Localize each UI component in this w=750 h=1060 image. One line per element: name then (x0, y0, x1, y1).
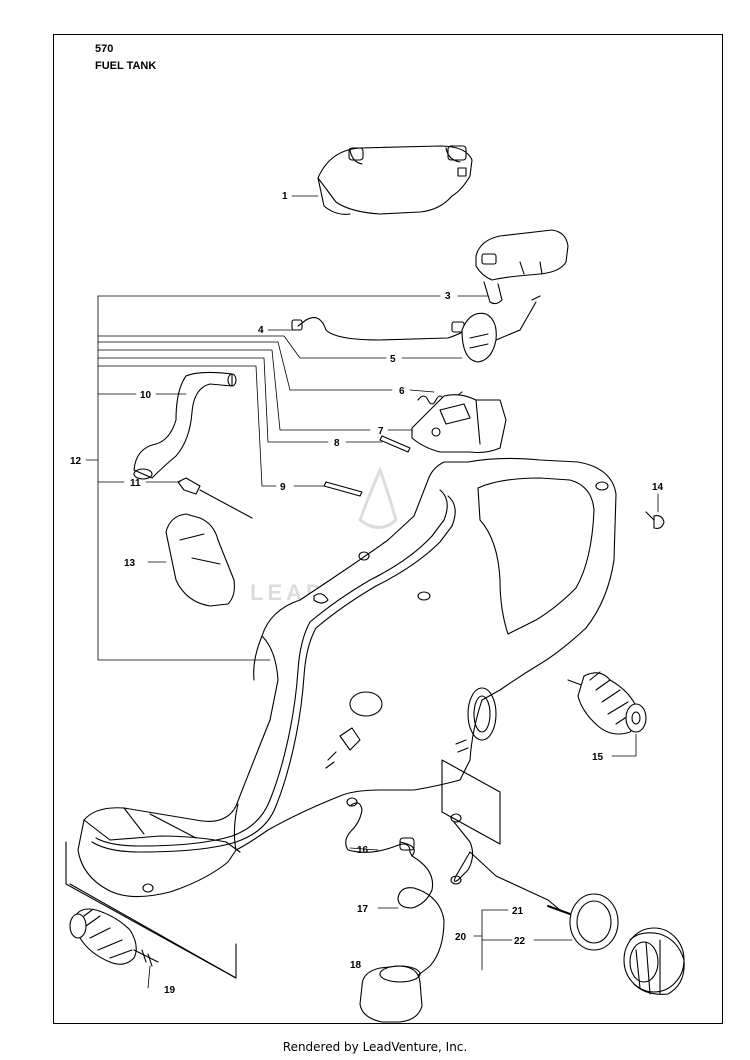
part-11-fitting[interactable] (177, 477, 253, 519)
part-15-av-buffer[interactable] (567, 671, 647, 735)
callout-12[interactable]: 12 (70, 456, 82, 467)
rear-bracket-panel (65, 841, 237, 979)
part-17-fuel-hose-lower[interactable] (397, 855, 445, 981)
callout-18[interactable]: 18 (350, 960, 362, 971)
diagram-frame (53, 34, 723, 1024)
callout-22[interactable]: 22 (514, 936, 526, 947)
callout-3[interactable]: 3 (445, 291, 451, 302)
part-9-pin[interactable] (323, 481, 363, 497)
part-14-screw[interactable] (645, 511, 665, 529)
callout-4[interactable]: 4 (258, 325, 264, 336)
part-1-top-cover[interactable] (317, 145, 473, 215)
callout-8[interactable]: 8 (334, 438, 340, 449)
part-16-fuel-hose[interactable] (345, 797, 415, 857)
part-7-throttle-lockout[interactable] (411, 394, 507, 454)
callout-1[interactable]: 1 (282, 191, 288, 202)
leader-lines (85, 195, 659, 989)
callout-9[interactable]: 9 (280, 482, 286, 493)
callout-17[interactable]: 17 (357, 904, 369, 915)
part-18-fuel-filter[interactable] (359, 965, 423, 1023)
part-21-retainer[interactable] (450, 813, 571, 915)
callout-7[interactable]: 7 (378, 426, 384, 437)
part-5-rubber-boot[interactable] (461, 295, 541, 363)
callout-6[interactable]: 6 (399, 386, 405, 397)
model-number: 570 (95, 43, 114, 55)
part-8-pin[interactable] (379, 435, 411, 453)
callout-20[interactable]: 20 (455, 932, 467, 943)
footer-credit: Rendered by LeadVenture, Inc. (282, 1040, 468, 1054)
fuel-tank-housing[interactable] (77, 457, 617, 898)
callout-16[interactable]: 16 (357, 845, 369, 856)
callout-15[interactable]: 15 (592, 752, 604, 763)
part-10-fuel-hose[interactable] (133, 371, 237, 480)
callout-10[interactable]: 10 (140, 390, 152, 401)
part-4-throttle-rod[interactable] (291, 317, 467, 341)
section-title: FUEL TANK (95, 60, 157, 72)
av-panel-right (441, 759, 501, 845)
callout-labels: 1 3 4 5 6 7 8 9 10 11 12 13 14 15 16 17 … (70, 191, 664, 996)
callout-19[interactable]: 19 (164, 985, 176, 996)
fuel-cap[interactable] (623, 927, 685, 995)
watermark-flame-icon (358, 465, 398, 529)
part-13-air-guide[interactable] (165, 513, 235, 607)
part-22-seal-ring[interactable] (569, 893, 619, 951)
callout-11[interactable]: 11 (130, 478, 141, 489)
callout-21[interactable]: 21 (512, 906, 524, 917)
part-3-throttle-trigger[interactable] (475, 229, 569, 305)
callout-13[interactable]: 13 (124, 558, 136, 569)
callout-14[interactable]: 14 (652, 482, 664, 493)
callout-5[interactable]: 5 (390, 354, 396, 365)
part-19-av-buffer[interactable] (69, 908, 159, 967)
